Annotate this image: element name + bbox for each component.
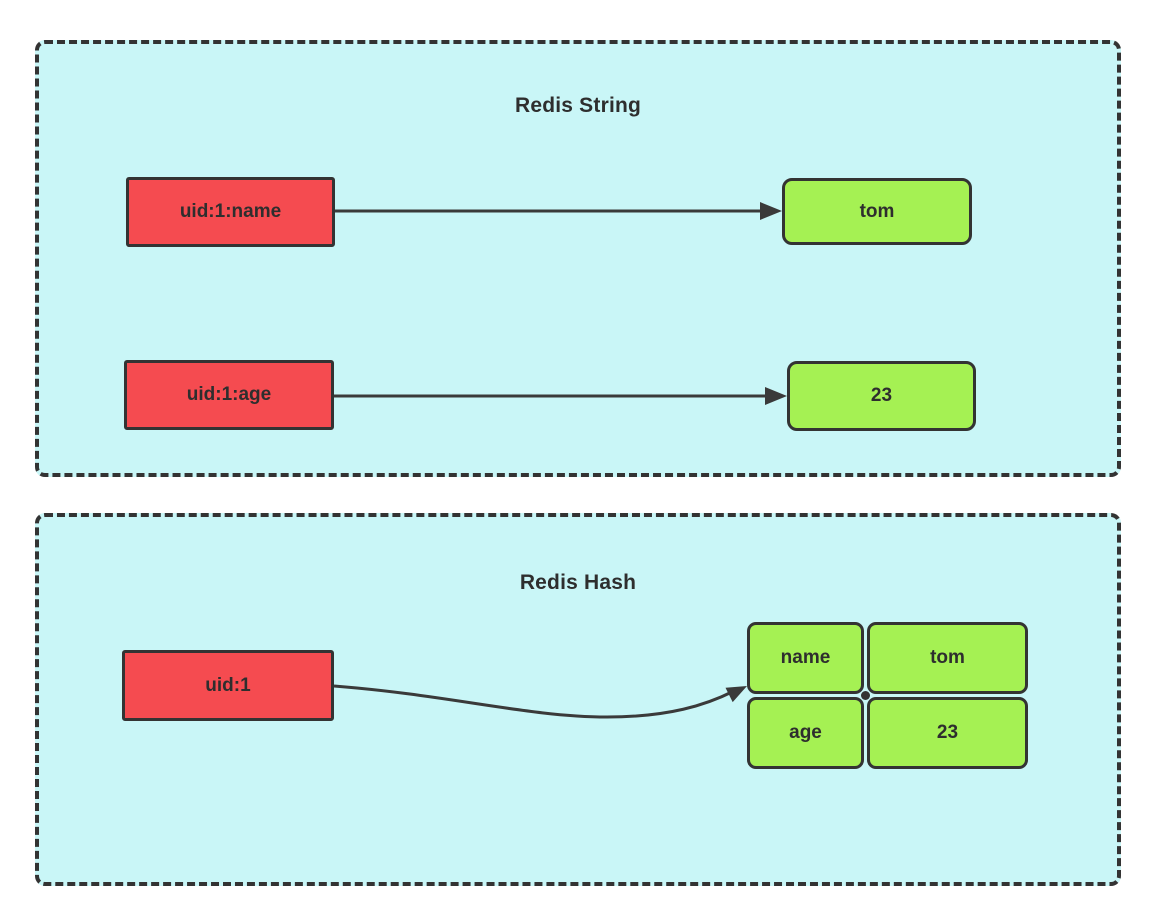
arrow-uid1age-to-23 xyxy=(334,387,787,405)
hash-field-name: name xyxy=(747,622,864,694)
redis-hash-panel: Redis Hash uid:1 name tom age 23 xyxy=(35,513,1121,886)
key-box-uid-1-age: uid:1:age xyxy=(124,360,334,430)
curved-arrow-uid1-to-hash xyxy=(333,684,747,719)
hash-grid-junction-dot xyxy=(861,691,870,700)
key-box-uid-1: uid:1 xyxy=(122,650,334,721)
hash-value-tom: tom xyxy=(867,622,1028,694)
redis-string-panel: Redis String uid:1:name tom uid:1:age 23 xyxy=(35,40,1121,477)
hash-field-age: age xyxy=(747,697,864,769)
redis-string-title: Redis String xyxy=(514,94,642,117)
hash-value-23: 23 xyxy=(867,697,1028,769)
redis-hash-title: Redis Hash xyxy=(519,571,637,594)
key-box-uid-1-name: uid:1:name xyxy=(126,177,335,247)
value-box-tom: tom xyxy=(782,178,972,245)
value-box-23: 23 xyxy=(787,361,976,431)
arrow-uid1name-to-tom xyxy=(335,202,782,220)
hash-table: name tom age 23 xyxy=(747,622,1028,769)
